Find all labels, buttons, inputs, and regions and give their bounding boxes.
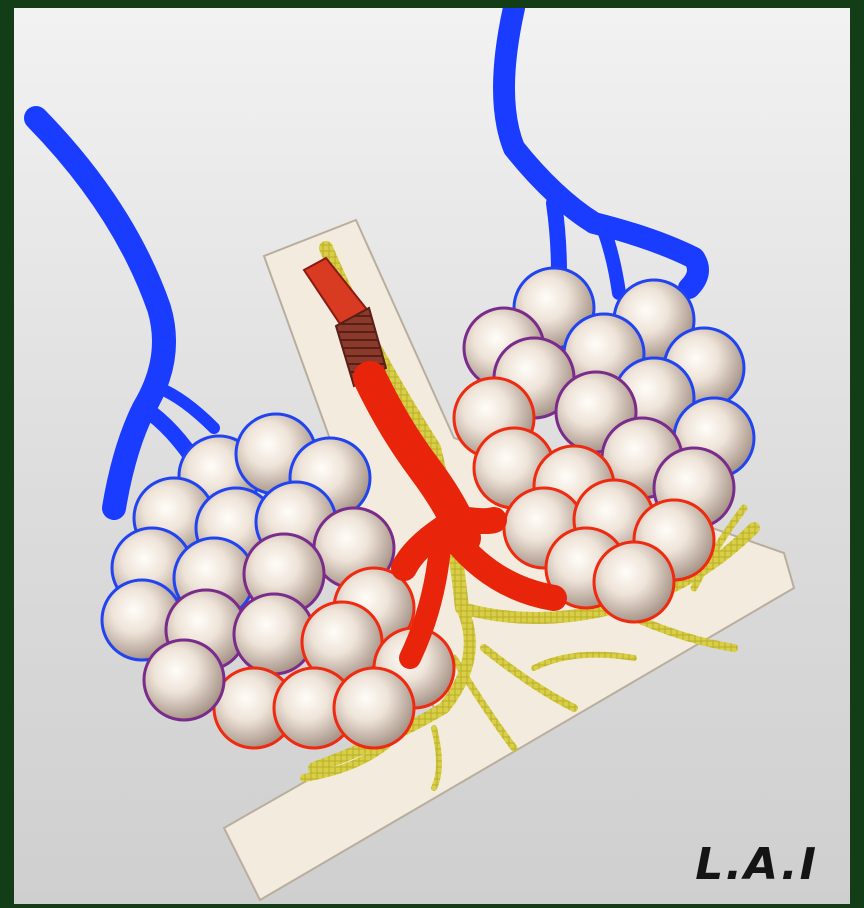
author-signature: L.A.I [695, 839, 818, 890]
figure-panel: L.A.I [14, 8, 850, 904]
lung-lobule-diagram [14, 8, 850, 904]
pulmonary-vein-right [504, 8, 698, 293]
